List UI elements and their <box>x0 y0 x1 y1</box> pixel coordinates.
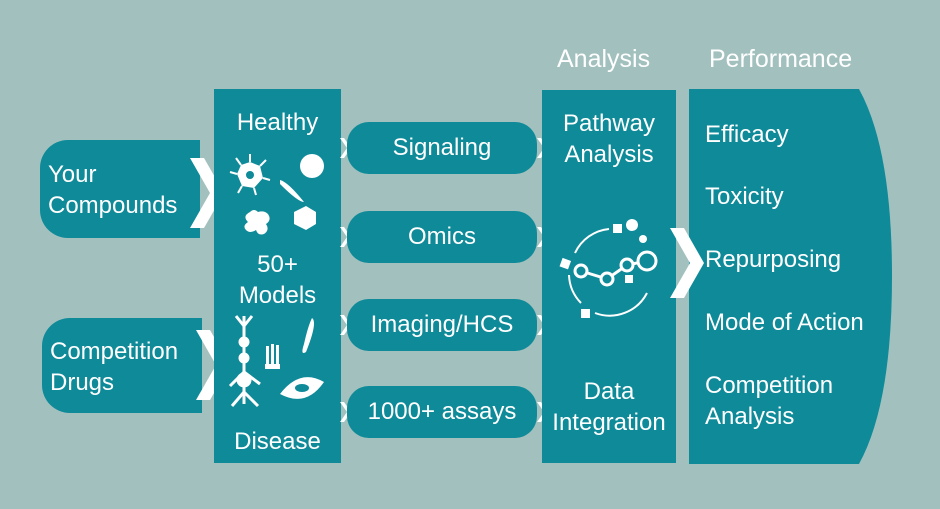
input-your-compounds-line1: Your <box>48 161 97 188</box>
performance-efficacy: Efficacy <box>705 121 789 148</box>
models-count-line2: Models <box>238 282 317 309</box>
analysis-data-line2: Integration <box>552 409 666 436</box>
input-competition-drugs-line2: Drugs <box>50 369 115 396</box>
models-healthy-label: Healthy <box>236 109 319 136</box>
models-column: Healthy 50+ Models Disease <box>214 89 341 463</box>
input-competition-drugs-line1: Competition <box>50 338 179 365</box>
disease-cells-icon <box>228 315 324 408</box>
chevron-right-icon <box>670 228 704 298</box>
assay-signaling: Signaling <box>347 122 537 174</box>
analysis-pathway-line1: Pathway <box>562 110 656 137</box>
healthy-cells-icon <box>229 154 324 235</box>
performance-header: Performance <box>709 45 853 73</box>
assay-1000-assays: 1000+ assays <box>347 386 537 438</box>
analysis-header: Analysis <box>557 45 651 73</box>
performance-competition-line1: Competition <box>705 372 834 399</box>
models-disease-label: Disease <box>234 428 321 455</box>
performance-repurposing: Repurposing <box>705 246 842 273</box>
input-your-compounds: Your Compounds <box>40 140 200 238</box>
assay-imaging-hcs: Imaging/HCS <box>347 299 537 351</box>
performance-competition-line2: Analysis <box>705 403 795 430</box>
network-analysis-icon <box>559 219 658 318</box>
analysis-pathway-line2: Analysis <box>564 141 654 168</box>
input-competition-drugs: Competition Drugs <box>42 318 202 413</box>
performance-column <box>689 89 892 464</box>
assay-omics: Omics <box>347 211 537 263</box>
input-your-compounds-line2: Compounds <box>48 192 178 219</box>
performance-mode-of-action: Mode of Action <box>705 309 864 336</box>
models-count-line1: 50+ <box>257 251 298 278</box>
analysis-data-line1: Data <box>583 378 635 405</box>
performance-toxicity: Toxicity <box>705 183 784 210</box>
analysis-column: Pathway Analysis Data Integration <box>542 90 676 463</box>
